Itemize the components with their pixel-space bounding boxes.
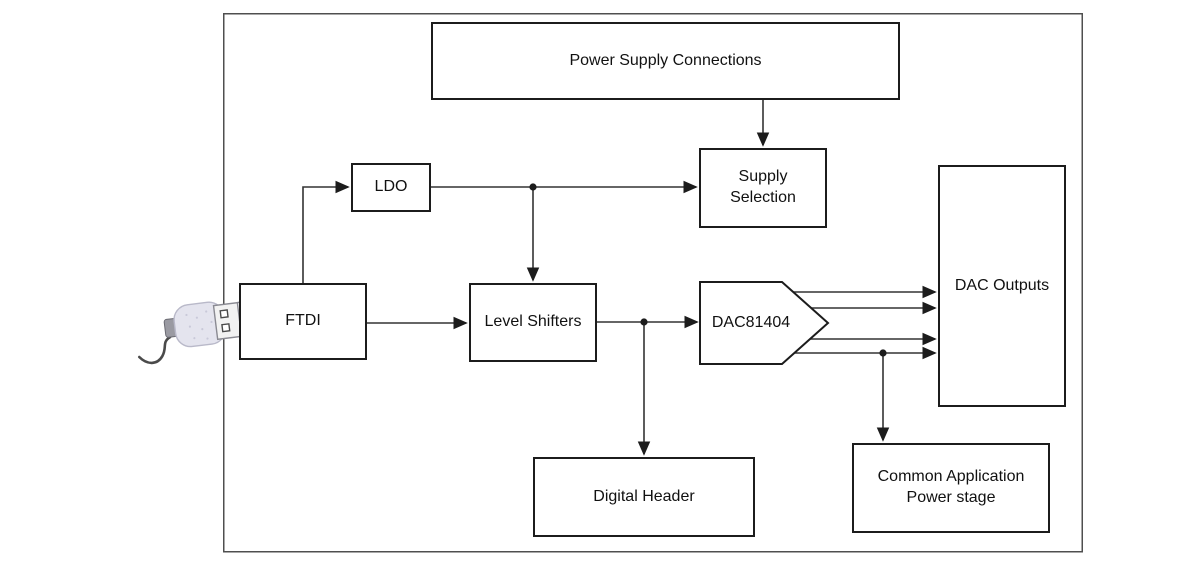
block-label: Common Application Power stage	[877, 468, 1025, 506]
block-dac-outputs: DAC Outputs	[938, 165, 1066, 407]
connector-ftdi-to-ldo	[302, 180, 350, 283]
block-common-application-power-stage: Common Application Power stage	[852, 443, 1050, 533]
block-label: FTDI	[285, 312, 321, 330]
junction-dot	[640, 318, 648, 326]
junction-dot	[529, 183, 537, 191]
junction-dot	[879, 349, 887, 357]
block-label: Power Supply Connections	[569, 51, 762, 69]
block-supply-selection: Supply Selection	[699, 148, 827, 228]
block-label: LDO	[374, 178, 408, 196]
block-ldo: LDO	[351, 163, 431, 212]
board-outline	[223, 13, 1083, 553]
block-label: Level Shifters	[484, 313, 582, 331]
block-digital-header: Digital Header	[533, 457, 755, 537]
block-level-shifters: Level Shifters	[469, 283, 597, 362]
block-ftdi: FTDI	[239, 283, 367, 360]
block-power-supply-connections: Power Supply Connections	[431, 22, 900, 100]
block-label: DAC Outputs	[954, 276, 1050, 294]
dac81404-pentagon	[699, 281, 830, 365]
block-dac81404: DAC81404	[700, 282, 802, 364]
block-label: Supply Selection	[730, 168, 796, 206]
block-label: DAC81404	[711, 313, 791, 331]
usb-plug-icon	[137, 300, 251, 365]
block-label: Digital Header	[593, 487, 695, 505]
